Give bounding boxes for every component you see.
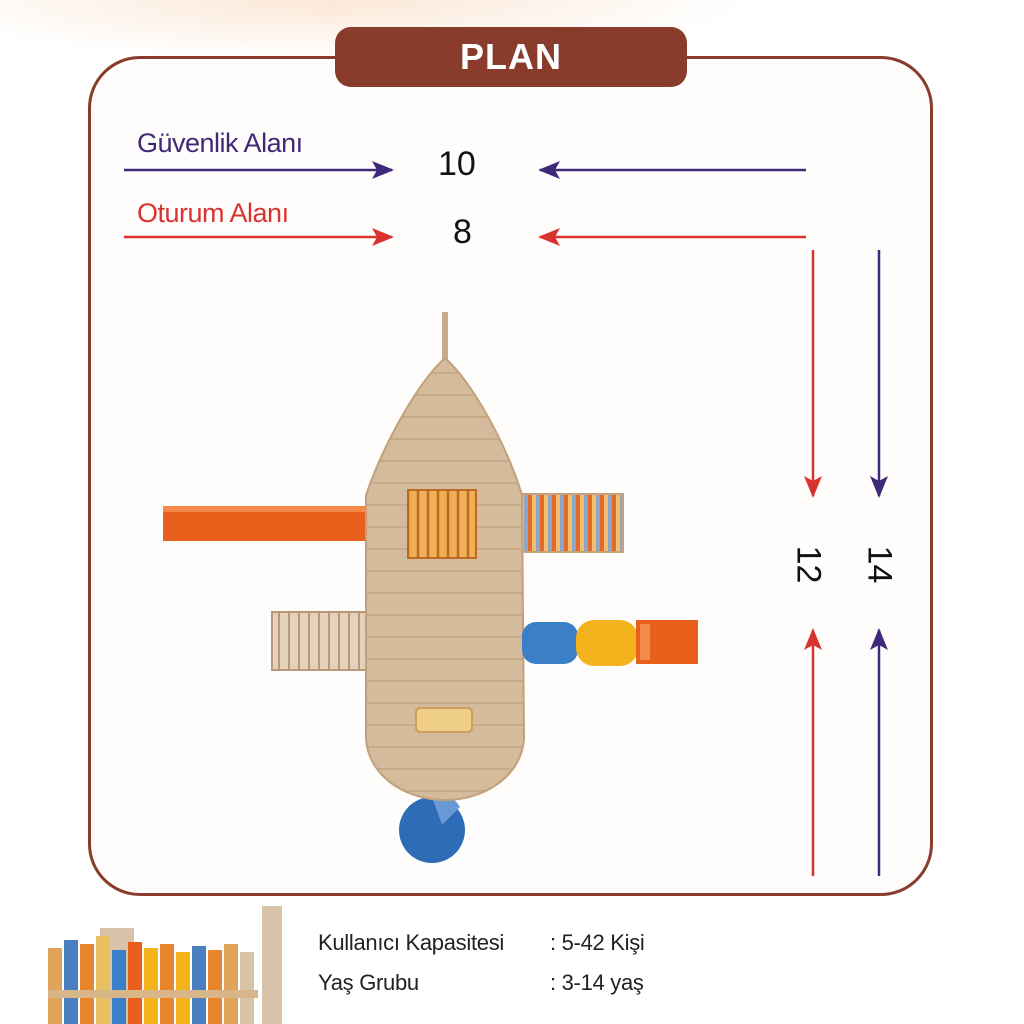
playground-top-view — [163, 312, 698, 863]
tube-slide-blue — [522, 622, 578, 664]
seating-width-value: 8 — [453, 213, 472, 251]
deck-bench — [415, 707, 473, 733]
age-group-value: : 3-14 yaş — [550, 970, 644, 995]
capacity-value: : 5-42 Kişi — [550, 930, 645, 955]
age-group-label: Yaş Grubu — [318, 970, 419, 995]
mast — [442, 312, 448, 372]
deck-hatch — [407, 489, 477, 559]
safety-width-value: 10 — [438, 145, 476, 183]
capacity-label: Kullanıcı Kapasitesi — [318, 930, 504, 955]
climber-right — [519, 493, 624, 553]
seating-area-label: Oturum Alanı — [137, 198, 289, 228]
tube-slide-yellow — [576, 620, 638, 666]
product-thumbnail — [48, 906, 282, 1024]
plan-title: PLAN — [335, 27, 687, 87]
ship-deck — [365, 356, 526, 802]
ladder-left — [271, 611, 368, 671]
safety-area-label: Güvenlik Alanı — [137, 128, 303, 158]
